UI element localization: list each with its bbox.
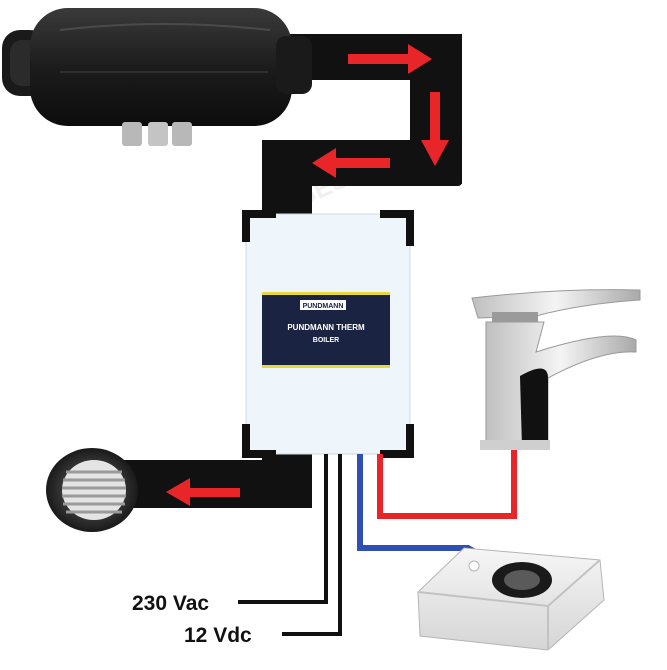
power-cables (238, 454, 342, 636)
water-lines (357, 448, 517, 559)
hot-water-line (377, 448, 517, 519)
boiler-label-line1: PUNDMANN THERM (287, 323, 365, 332)
boiler-brand: PUNDMANN (303, 303, 344, 310)
arrow-right-icon (348, 44, 432, 74)
ac-cable (238, 454, 328, 604)
air-vent-outlet (46, 448, 138, 532)
ac-power-label: 230 Vac (132, 592, 209, 615)
arrow-down-icon (421, 92, 449, 166)
water-tank (417, 547, 605, 651)
boiler-unit: PUNDMANN PUNDMANN THERM BOILER (242, 210, 414, 458)
airflow-arrows (166, 44, 449, 506)
dc-cable (282, 454, 342, 636)
dc-power-label: 12 Vdc (184, 624, 252, 647)
arrow-left-icon (166, 478, 240, 506)
air-heater-unit (2, 8, 312, 146)
arrow-left-icon (312, 148, 390, 178)
faucet (471, 289, 641, 450)
boiler-label-line2: BOILER (313, 337, 339, 344)
